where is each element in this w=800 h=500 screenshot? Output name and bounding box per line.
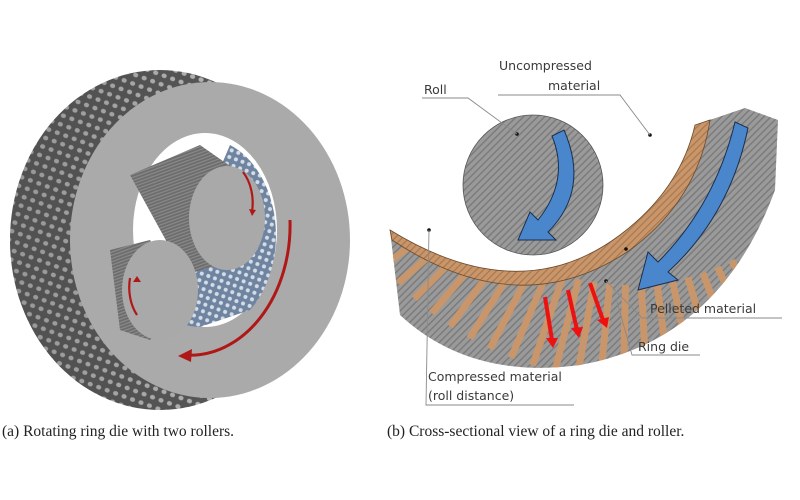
- rotation-arrows: [128, 171, 292, 362]
- label-ring-die: Ring die: [638, 339, 689, 354]
- label-compressed-line2: (roll distance): [428, 388, 514, 403]
- label-uncompressed-line2: material: [548, 78, 600, 93]
- material-flow-arrow: [637, 121, 749, 291]
- die-channel: [768, 232, 778, 310]
- label-compressed-line1: Compressed material: [428, 369, 562, 384]
- leader-lines: [422, 94, 782, 406]
- compressed-leader-line: [425, 229, 574, 406]
- roller-lower-rotation-arrow: [128, 277, 138, 316]
- die-channel: [551, 278, 583, 368]
- die-rotation-arrow: [184, 219, 292, 357]
- label-uncompressed-line1: Uncompressed: [499, 58, 592, 73]
- die-channel: [574, 281, 598, 368]
- output-arrow: [588, 282, 605, 321]
- output-arrow: [543, 296, 554, 341]
- caption-figure-b: (b) Cross-sectional view of a ring die a…: [387, 423, 685, 440]
- ring-die-cross-section: Roll Uncompressed material Pelleted mate…: [389, 58, 800, 406]
- roller-upper: [130, 145, 265, 275]
- die-channel: [793, 214, 800, 276]
- uncompressed-leader-line: [498, 94, 651, 136]
- die-channel: [390, 179, 446, 234]
- die-channel: [390, 192, 454, 252]
- output-arrow: [566, 289, 579, 331]
- roller-lower: [110, 240, 198, 340]
- ring-die-3d-illustration: [10, 70, 350, 410]
- uncompressed-material-layer: [389, 119, 711, 286]
- label-pelleted-material: Pelleted material: [650, 301, 756, 316]
- pellet-output-arrows: [543, 282, 609, 348]
- roll-rotation-arrow: [517, 129, 575, 241]
- roller-upper-rotation-arrow: [242, 171, 254, 213]
- caption-figure-a: (a) Rotating ring die with two rollers.: [2, 423, 235, 440]
- die-channel: [742, 251, 778, 336]
- ring-die-leader-line: [615, 297, 700, 356]
- die-channel: [755, 242, 778, 323]
- die-channel: [782, 225, 800, 292]
- label-roll: Roll: [424, 82, 447, 97]
- die-rotation-arrowhead: [178, 349, 192, 362]
- pelleted-leader-line: [605, 280, 782, 319]
- roll-leader-line: [422, 97, 518, 135]
